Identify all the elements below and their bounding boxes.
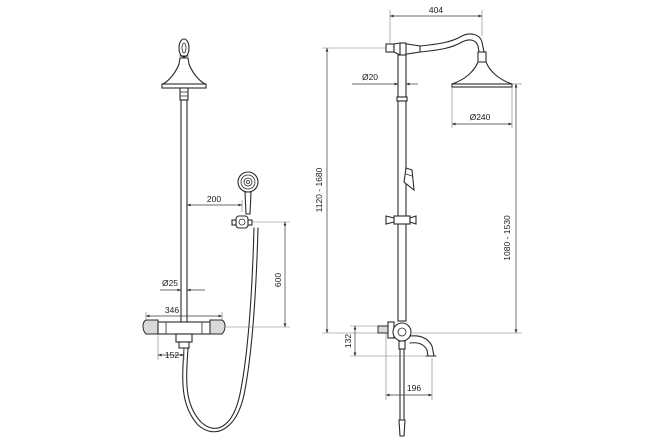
- front-holder: [231, 215, 253, 229]
- dim-label-196: 196: [407, 383, 421, 393]
- front-riser-pipe: [180, 99, 188, 323]
- front-hose: [182, 227, 259, 433]
- side-dim-total-height: 1120 - 1680: [314, 47, 386, 334]
- dim-label-346: 346: [165, 305, 179, 315]
- front-mixer: [142, 319, 226, 349]
- dim-label-d240: Ø240: [470, 112, 491, 122]
- front-top-knob: [178, 38, 190, 58]
- side-mixer: [377, 321, 412, 350]
- dim-label-d25: Ø25: [162, 278, 178, 288]
- front-dim-600: 600: [224, 221, 290, 328]
- front-shower-head: [160, 57, 208, 101]
- side-slider: [385, 215, 417, 225]
- front-view: 200 600 Ø25 346 152: [142, 38, 290, 433]
- dim-label-head-height: 1080 - 1530: [502, 215, 512, 261]
- side-shower-head: [451, 51, 513, 88]
- dim-label-total-height: 1120 - 1680: [314, 167, 324, 212]
- dim-label-132: 132: [343, 334, 353, 348]
- front-dim-346: 346: [145, 305, 223, 320]
- side-dim-196: 196: [385, 333, 433, 400]
- front-dim-200: 200: [187, 194, 243, 212]
- side-dim-head-height: 1080 - 1530: [412, 83, 522, 334]
- front-hand-shower: [237, 171, 259, 215]
- dim-label-600: 600: [273, 273, 283, 287]
- dim-label-152: 152: [165, 350, 179, 360]
- side-view: 404 Ø20 Ø240 1120 - 1680 1080 - 1530: [314, 5, 522, 437]
- side-dim-404: 404: [389, 5, 483, 44]
- side-hand-shower: [403, 167, 415, 192]
- side-dim-132: 132: [343, 325, 426, 357]
- dim-label-d20: Ø20: [362, 72, 378, 82]
- side-dim-d20: Ø20: [352, 72, 418, 86]
- side-spout: [409, 335, 437, 357]
- side-overhead-arm: [385, 33, 485, 56]
- dim-label-200: 200: [207, 194, 221, 204]
- dim-label-404: 404: [429, 5, 443, 15]
- side-riser-pipe: [396, 54, 408, 322]
- front-dim-d25: Ø25: [160, 278, 205, 292]
- front-dim-152: 152: [157, 334, 185, 360]
- side-dim-d240: Ø240: [451, 87, 513, 128]
- side-hose: [398, 348, 406, 437]
